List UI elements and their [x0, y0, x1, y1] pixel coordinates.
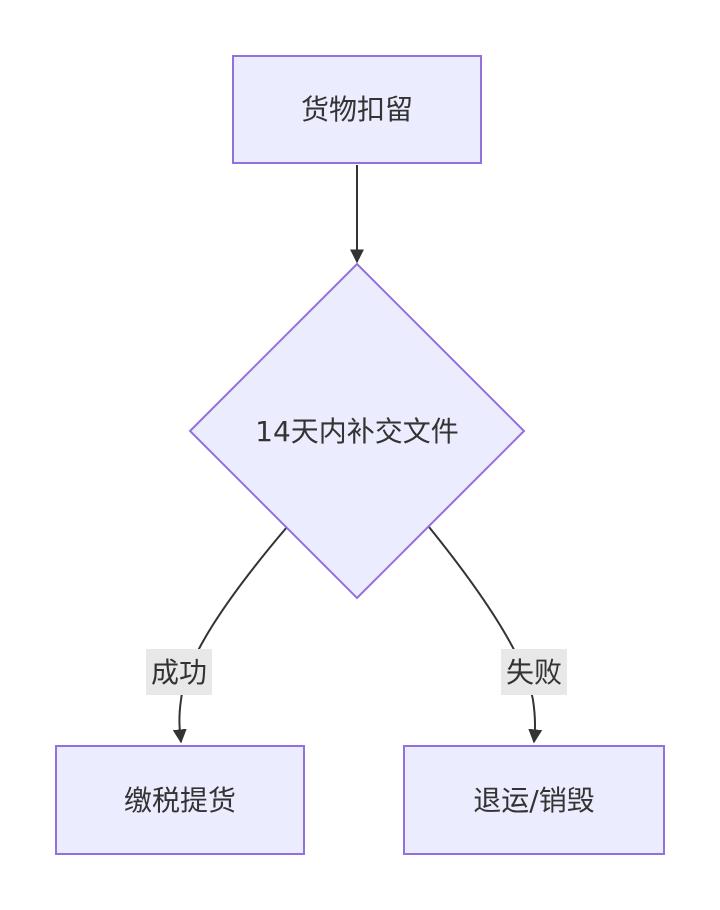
- edge-decision-to-pay-tax: [172, 526, 288, 744]
- node-return-destroy-label: 退运/销毁: [473, 784, 594, 817]
- edge-label-success: 成功: [146, 649, 212, 695]
- edge-label-success-bg: [146, 649, 212, 695]
- node-decision-label: 14天内补交文件: [255, 415, 459, 448]
- node-decision: 14天内补交文件: [188, 262, 526, 600]
- node-pay-tax-box: [55, 745, 305, 855]
- node-pay-tax-label: 缴税提货: [124, 784, 236, 817]
- node-detained-box: [232, 55, 482, 164]
- node-detained: 货物扣留: [232, 55, 482, 164]
- edge-label-failure-bg: [501, 649, 567, 695]
- edge-label-success-text: 成功: [151, 656, 207, 689]
- node-detained-label: 货物扣留: [301, 93, 413, 126]
- edge-label-failure-text: 失败: [506, 656, 562, 689]
- edge-label-failure: 失败: [501, 649, 567, 695]
- node-pay-tax: 缴税提货: [55, 745, 305, 855]
- node-return-destroy-box: [403, 745, 665, 855]
- node-decision-diamond: [188, 262, 526, 600]
- edge-decision-to-return: [428, 526, 543, 744]
- node-return-destroy: 退运/销毁: [403, 745, 665, 855]
